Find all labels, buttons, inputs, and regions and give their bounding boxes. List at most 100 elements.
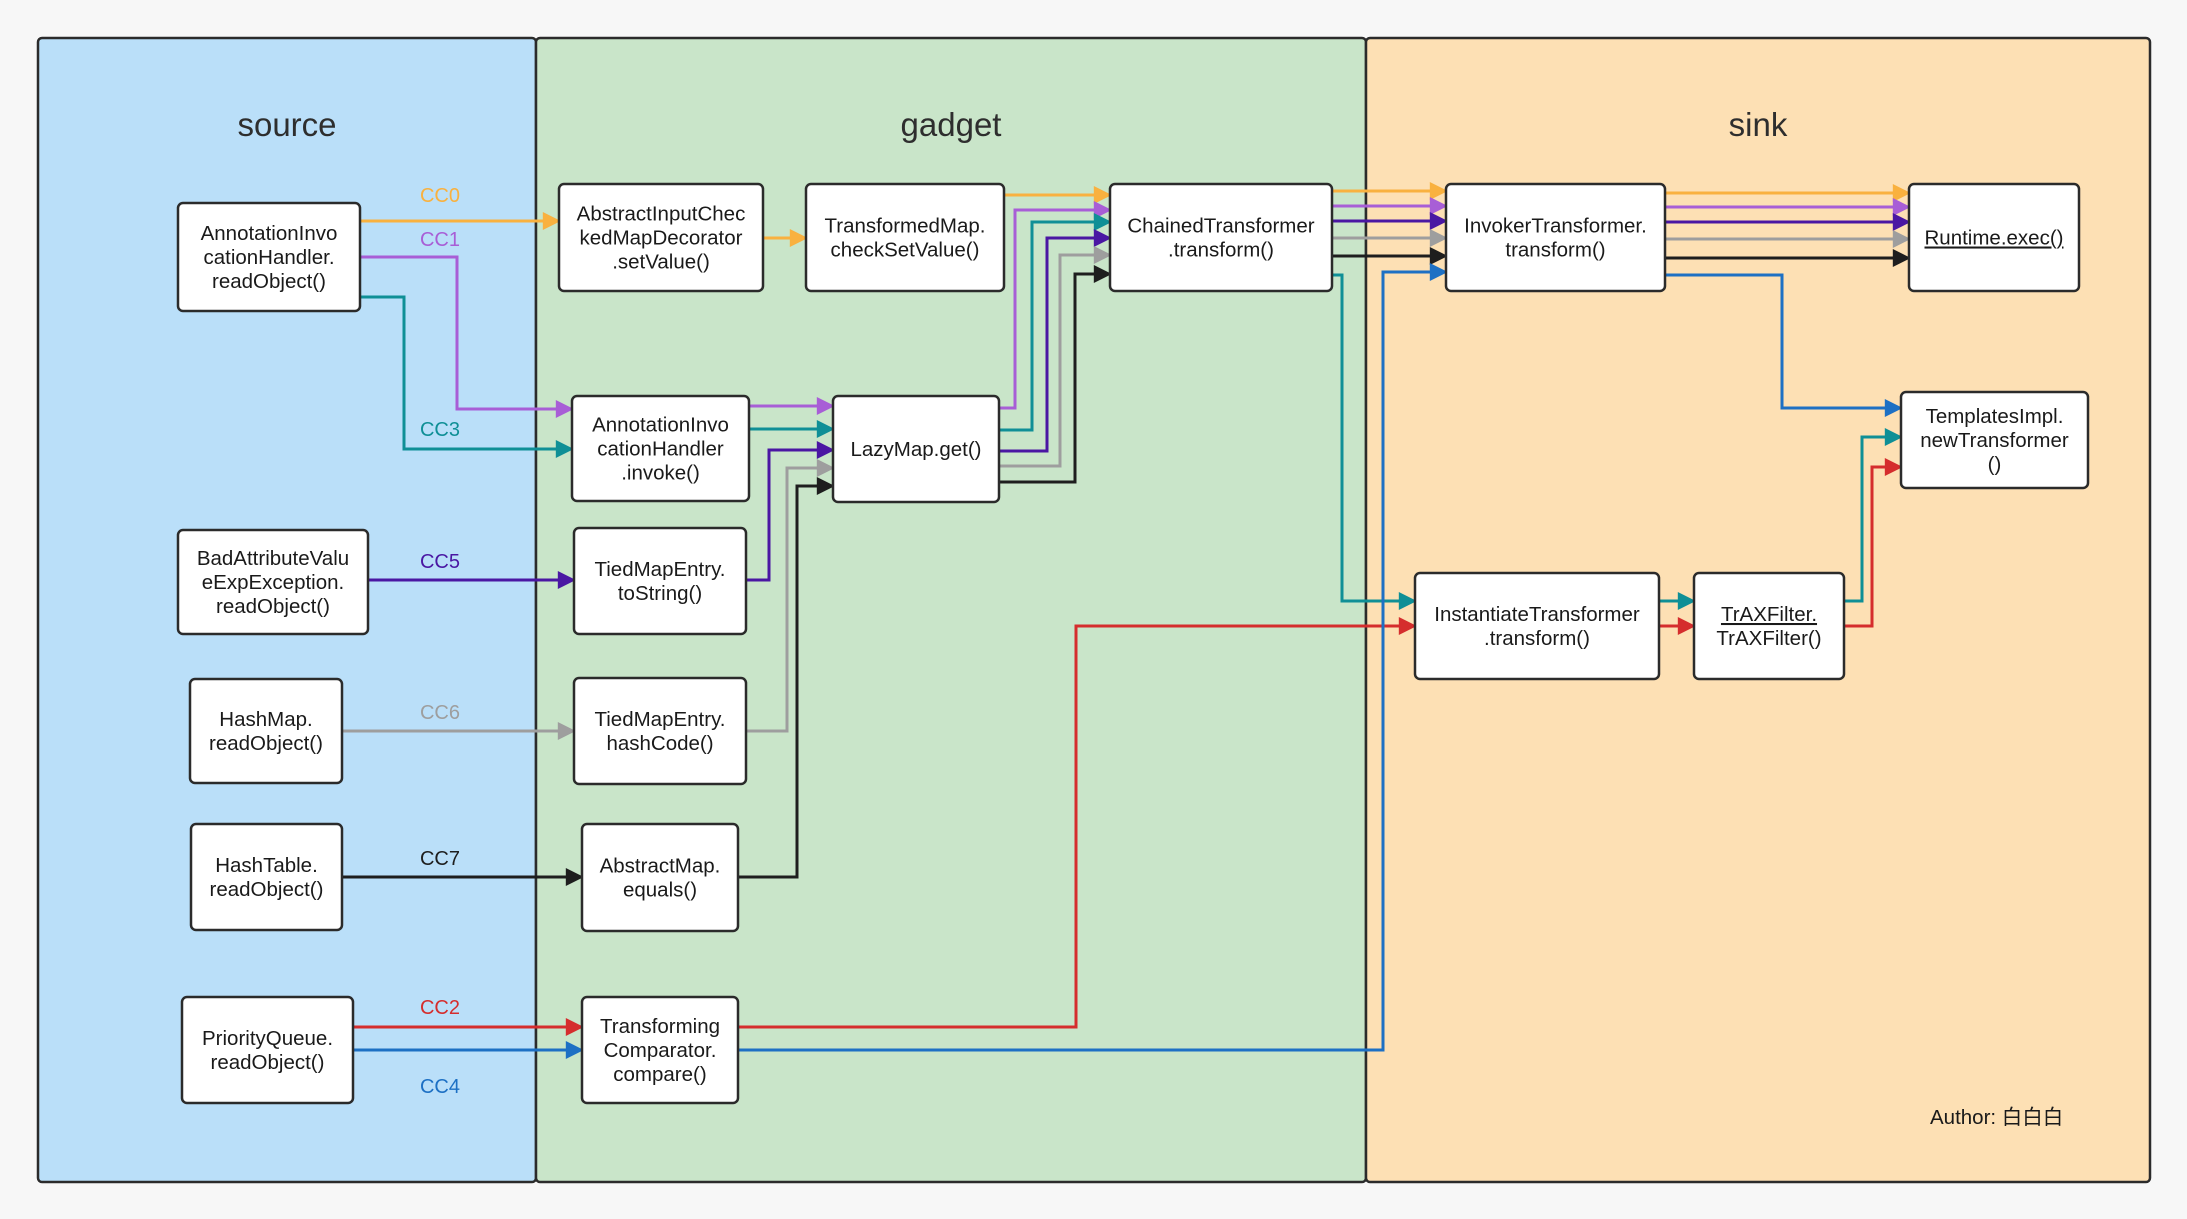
node-label-line: TiedMapEntry. <box>594 558 725 581</box>
node-label-line: LazyMap.get() <box>850 438 981 461</box>
node-label-line: TransformedMap. <box>824 215 985 238</box>
node-label-line: AbstractInputChec <box>577 203 746 226</box>
node-am-equals: AbstractMap.equals() <box>580 822 740 933</box>
node-box <box>572 526 748 636</box>
node-label-line: BadAttributeValu <box>197 547 349 570</box>
node-box <box>1444 182 1667 293</box>
node-aicmd-setvalue: AbstractInputCheckedMapDecorator.setValu… <box>557 182 765 293</box>
node-tm-checksetvalue: TransformedMap.checkSetValue() <box>804 182 1006 293</box>
node-box <box>572 676 748 786</box>
node-invoker-transform: InvokerTransformer.transform() <box>1444 182 1667 293</box>
node-label-line: ChainedTransformer <box>1127 215 1314 238</box>
node-box <box>1413 571 1661 681</box>
source-panel-title: source <box>237 106 336 143</box>
node-box <box>188 677 344 785</box>
node-label-line: cationHandler <box>597 438 724 461</box>
node-bave-read: BadAttributeValueExpException.readObject… <box>176 528 370 636</box>
edge-cc5 <box>999 229 1112 453</box>
edge-cc4 <box>1665 273 1903 417</box>
node-traxfilter: TrAXFilter.TrAXFilter() <box>1692 571 1846 681</box>
node-box <box>831 394 1001 504</box>
node-label-line: checkSetValue() <box>831 239 980 262</box>
node-label-line: readObject() <box>212 270 326 293</box>
nodes: AnnotationInvocationHandler.readObject()… <box>176 182 2090 1105</box>
node-label-line: readObject() <box>211 1051 325 1074</box>
node-hashmap-read: HashMap.readObject() <box>188 677 344 785</box>
node-label-line: HashMap. <box>219 708 312 731</box>
node-label-line: equals() <box>623 879 697 902</box>
edge-cc1 <box>360 255 574 418</box>
edge-cc2 <box>1844 458 1903 628</box>
node-box <box>1899 390 2090 490</box>
node-label-line: Runtime.exec() <box>1925 227 2064 250</box>
edge-cc4 <box>738 263 1448 1052</box>
node-label-line: eExpException. <box>202 571 344 594</box>
node-box <box>1108 182 1334 293</box>
node-label-line: TemplatesImpl. <box>1926 405 2064 428</box>
chain-label-cc1: CC1 <box>420 229 460 251</box>
node-tme-tostring: TiedMapEntry.toString() <box>572 526 748 636</box>
node-box <box>176 528 370 636</box>
edge-cc3 <box>1332 273 1417 610</box>
node-label-line: InstantiateTransformer <box>1434 603 1640 626</box>
edge-cc7 <box>999 265 1112 484</box>
node-box <box>580 822 740 933</box>
edge-cc3 <box>999 213 1112 432</box>
sink-panel-title: sink <box>1729 106 1788 143</box>
node-label-line: Transforming <box>600 1015 720 1038</box>
node-label-line: readObject() <box>216 595 330 618</box>
edge-cc6 <box>746 459 835 733</box>
node-instantiate-transform: InstantiateTransformer.transform() <box>1413 571 1661 681</box>
node-lazymap-get: LazyMap.get() <box>831 394 1001 504</box>
node-label-line: TrAXFilter() <box>1716 627 1821 650</box>
node-box <box>180 995 355 1105</box>
chain-label-cc2: CC2 <box>420 997 460 1019</box>
node-box <box>1692 571 1846 681</box>
edge-cc2 <box>738 617 1417 1029</box>
node-label-line: AbstractMap. <box>600 855 721 878</box>
node-box <box>570 394 751 503</box>
edges <box>342 182 1911 1059</box>
node-templates-newtransformer: TemplatesImpl.newTransformer() <box>1899 390 2090 490</box>
node-label-line: kedMapDecorator <box>580 227 743 250</box>
node-label-line: newTransformer <box>1920 429 2069 452</box>
node-label-line: toString() <box>618 582 702 605</box>
node-label-line: readObject() <box>210 878 324 901</box>
node-box <box>176 201 362 313</box>
chain-label-cc4: CC4 <box>420 1076 460 1098</box>
node-chained-transform: ChainedTransformer.transform() <box>1108 182 1334 293</box>
node-box <box>580 995 740 1105</box>
chain-label-cc5: CC5 <box>420 551 460 573</box>
chain-label-cc3: CC3 <box>420 419 460 441</box>
node-label-line: transform() <box>1505 239 1605 262</box>
gadget-panel-title: gadget <box>901 106 1002 143</box>
node-label-line: readObject() <box>209 732 323 755</box>
edge-cc5 <box>746 441 835 582</box>
node-label-line: cationHandler. <box>203 246 334 269</box>
node-pq-read: PriorityQueue.readObject() <box>180 995 355 1105</box>
node-label-line: .transform() <box>1484 627 1590 650</box>
edge-cc3 <box>360 295 574 458</box>
node-hashtable-read: HashTable.readObject() <box>189 822 344 932</box>
node-label-line: AnnotationInvo <box>201 222 338 245</box>
edge-cc6 <box>999 246 1112 468</box>
edge-cc3 <box>1844 428 1903 603</box>
chain-label-cc7: CC7 <box>420 848 460 870</box>
node-label-line: Comparator. <box>604 1039 717 1062</box>
node-label-line: AnnotationInvo <box>592 414 729 437</box>
node-label-line: compare() <box>613 1063 706 1086</box>
node-label-line: hashCode() <box>606 732 713 755</box>
node-box <box>557 182 765 293</box>
edge-cc1 <box>999 201 1112 410</box>
node-box <box>804 182 1006 293</box>
node-label-line: .invoke() <box>621 462 700 485</box>
node-tme-hashcode: TiedMapEntry.hashCode() <box>572 676 748 786</box>
node-label-line: InvokerTransformer. <box>1464 215 1647 238</box>
node-box <box>1907 182 2081 293</box>
edge-cc7 <box>738 477 835 879</box>
node-runtime-exec: Runtime.exec() <box>1907 182 2081 293</box>
